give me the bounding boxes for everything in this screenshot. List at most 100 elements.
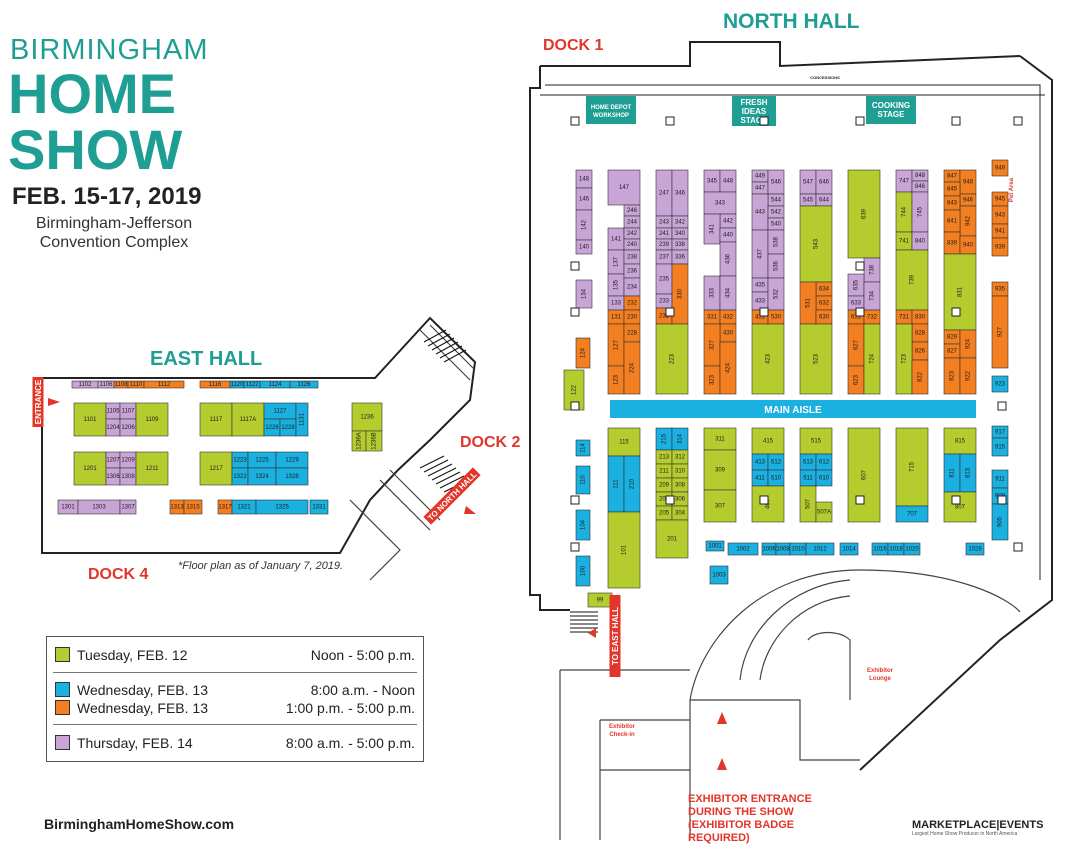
- svg-text:TO NORTH HALL: TO NORTH HALL: [426, 470, 479, 523]
- booth-label-345: 345: [707, 179, 718, 185]
- booth-707[interactable]: [895, 505, 929, 523]
- booth-134[interactable]: [575, 279, 593, 309]
- booth-1112[interactable]: [143, 380, 185, 389]
- check-in-label: Exhibitor: [609, 724, 636, 730]
- booth-124[interactable]: [575, 337, 591, 369]
- booth-424[interactable]: [719, 341, 737, 395]
- booth-114[interactable]: [575, 439, 591, 457]
- booth-607[interactable]: [847, 427, 881, 523]
- booth-1001[interactable]: [705, 540, 725, 552]
- booth-label-246: 246: [627, 208, 638, 214]
- booth-label-1106: 1106: [100, 382, 114, 388]
- booth-label-1112: 1112: [158, 382, 171, 388]
- booth-label-540: 540: [771, 222, 782, 228]
- booth-label-415: 415: [763, 439, 774, 445]
- booth-949[interactable]: [991, 159, 1009, 177]
- svg-text:ENTRANCE: ENTRANCE: [34, 379, 43, 424]
- booth-724[interactable]: [863, 323, 881, 395]
- booth-label-346: 346: [675, 191, 686, 197]
- booth-101[interactable]: [607, 511, 641, 589]
- booth-1126[interactable]: [289, 380, 319, 389]
- dock-2-label: DOCK 2: [460, 434, 521, 451]
- booth-224[interactable]: [623, 341, 641, 395]
- booth-1131[interactable]: [295, 402, 309, 437]
- booth-110[interactable]: [575, 465, 591, 495]
- booth-1117[interactable]: [199, 402, 233, 437]
- booth-label-1324: 1324: [255, 474, 269, 480]
- booth-1325[interactable]: [255, 499, 309, 515]
- booth-label-922: 922: [966, 370, 972, 381]
- booth-1211[interactable]: [135, 451, 169, 486]
- booth-label-343: 343: [715, 201, 726, 207]
- booth-label-1014: 1014: [842, 547, 856, 553]
- booth-label-1226: 1226: [265, 425, 279, 431]
- booth-922[interactable]: [959, 357, 977, 395]
- booth-309[interactable]: [703, 449, 737, 491]
- booth-label-115: 115: [619, 440, 629, 446]
- booth-543[interactable]: [799, 205, 833, 283]
- booth-1328[interactable]: [275, 467, 309, 486]
- booth-1236B[interactable]: [365, 430, 383, 452]
- booth-label-811: 811: [950, 468, 956, 478]
- booth-523[interactable]: [799, 323, 833, 395]
- booth-923[interactable]: [991, 375, 1009, 393]
- booth-939[interactable]: [991, 237, 1009, 257]
- booth-715[interactable]: [895, 427, 929, 507]
- booth-201[interactable]: [655, 519, 689, 559]
- booth-515[interactable]: [799, 427, 833, 455]
- schedule-legend: Tuesday, FEB. 12 Noon - 5:00 p.m. Wednes…: [46, 636, 424, 762]
- booth-822[interactable]: [911, 359, 929, 395]
- booth-label-511: 511: [803, 476, 813, 482]
- booth-label-310: 310: [675, 469, 686, 475]
- pillar: [855, 307, 865, 317]
- booth-831[interactable]: [943, 253, 977, 331]
- booth-223[interactable]: [655, 323, 689, 395]
- logo-show: SHOW: [8, 118, 183, 181]
- booth-1014[interactable]: [839, 542, 859, 556]
- website-link[interactable]: BirminghamHomeShow.com: [44, 816, 235, 832]
- booth-label-813: 813: [966, 467, 972, 478]
- booth-1315[interactable]: [183, 499, 203, 515]
- pillar: [1013, 542, 1023, 552]
- booth-140[interactable]: [575, 239, 593, 255]
- venue: Birmingham-Jefferson Convention Complex: [14, 214, 214, 252]
- booth-label-915: 915: [995, 445, 1006, 451]
- booth-723[interactable]: [895, 323, 913, 395]
- booth-label-1307: 1307: [121, 505, 135, 511]
- booth-927[interactable]: [991, 295, 1009, 369]
- booth-147[interactable]: [607, 169, 641, 206]
- booth-label-123: 123: [614, 374, 620, 385]
- pillar: [951, 495, 961, 505]
- booth-label-830: 830: [915, 315, 926, 321]
- booth-1028[interactable]: [965, 542, 985, 556]
- booth-label-1209: 1209: [121, 458, 135, 464]
- booth-label-815: 815: [955, 439, 966, 445]
- booth-1307[interactable]: [119, 499, 137, 515]
- cooking-stage: [866, 96, 916, 124]
- booth-1331[interactable]: [309, 499, 329, 515]
- booth-423[interactable]: [751, 323, 785, 395]
- booth-507A[interactable]: [815, 501, 833, 523]
- booth-1020[interactable]: [903, 542, 921, 556]
- booth-1201[interactable]: [73, 451, 107, 486]
- booth-1117A[interactable]: [231, 402, 265, 437]
- booth-104[interactable]: [575, 509, 591, 541]
- booth-115[interactable]: [607, 427, 641, 457]
- booth-739[interactable]: [895, 249, 929, 311]
- booth-label-233: 233: [659, 299, 670, 305]
- booth-label-827: 827: [947, 349, 958, 355]
- booth-1012[interactable]: [805, 542, 835, 556]
- booth-1003[interactable]: [709, 565, 729, 585]
- booth-100[interactable]: [575, 555, 591, 587]
- lobby-walls: [559, 569, 1021, 840]
- booth-1109[interactable]: [135, 402, 169, 437]
- booth-639[interactable]: [847, 169, 881, 259]
- booth-label-104: 104: [581, 519, 587, 530]
- booth-307[interactable]: [703, 489, 737, 523]
- booth-1002[interactable]: [727, 542, 759, 556]
- booth-915[interactable]: [991, 437, 1009, 457]
- booth-label-238: 238: [627, 255, 638, 261]
- booth-label-111: 111: [614, 479, 620, 489]
- booth-610[interactable]: [815, 469, 833, 487]
- booth-label-338: 338: [675, 242, 686, 248]
